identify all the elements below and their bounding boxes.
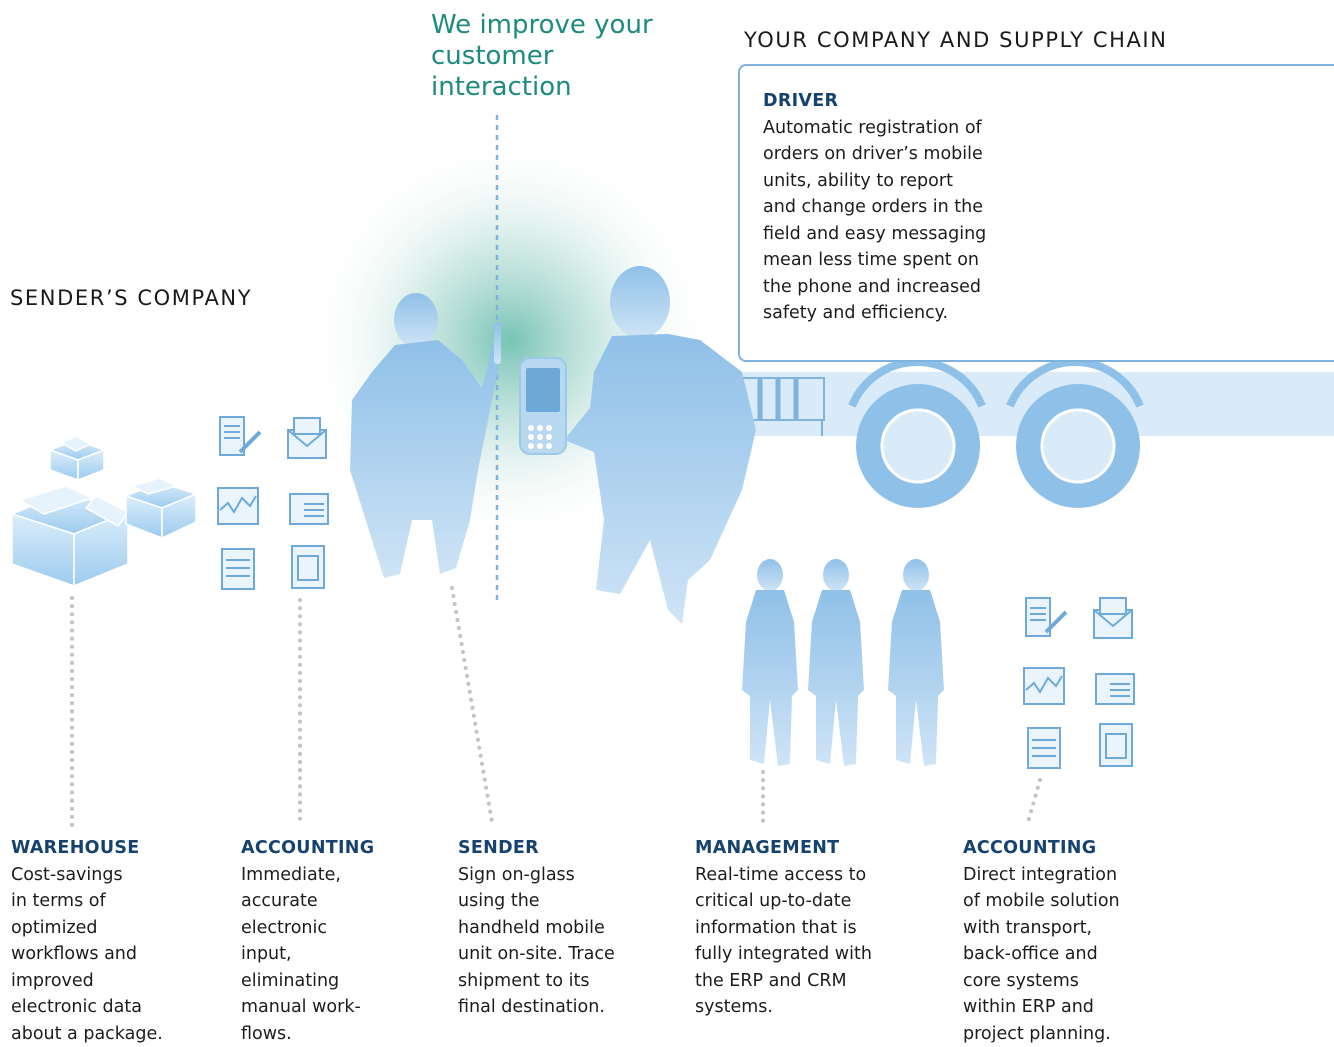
connector-sender [452, 588, 492, 822]
document-icons-right [1024, 598, 1134, 768]
warehouse-text: Cost-savings in terms of optimized workf… [11, 862, 211, 1047]
management-title: MANAGEMENT [695, 835, 925, 862]
sender-title: SENDER [458, 835, 678, 862]
management-text: Real-time access to critical up-to-date … [695, 862, 925, 1021]
sender-text: Sign on-glass using the handheld mobile … [458, 862, 678, 1021]
truck-icon [738, 362, 1334, 508]
accounting-text-1: Immediate, accurate electronic input, el… [241, 862, 441, 1047]
warehouse-title: WAREHOUSE [11, 835, 211, 862]
driver-block: DRIVER Automatic registration of orders … [763, 88, 1023, 327]
person-silhouette-management [742, 559, 944, 766]
management-block: MANAGEMENT Real-time access to critical … [695, 835, 925, 1021]
accounting-block-2: ACCOUNTING Direct integration of mobile … [963, 835, 1183, 1047]
senders-company-heading: SENDER’S COMPANY [10, 286, 252, 310]
connector-accounting-2 [1028, 780, 1040, 822]
driver-title: DRIVER [763, 88, 1023, 115]
cardboard-box-icon [12, 436, 196, 586]
accounting-text-2: Direct integration of mobile solution wi… [963, 862, 1183, 1047]
accounting-block-1: ACCOUNTING Immediate, accurate electroni… [241, 835, 441, 1047]
accounting-title-2: ACCOUNTING [963, 835, 1183, 862]
your-company-heading: YOUR COMPANY AND SUPPLY CHAIN [744, 28, 1168, 52]
driver-text: Automatic registration of orders on driv… [763, 115, 1023, 327]
sender-block: SENDER Sign on-glass using the handheld … [458, 835, 678, 1021]
warehouse-block: WAREHOUSE Cost-savings in terms of optim… [11, 835, 211, 1047]
accounting-title-1: ACCOUNTING [241, 835, 441, 862]
document-icons-left [218, 417, 328, 589]
tagline: We improve your customer interaction [431, 10, 671, 103]
handheld-device-icon [520, 358, 566, 454]
